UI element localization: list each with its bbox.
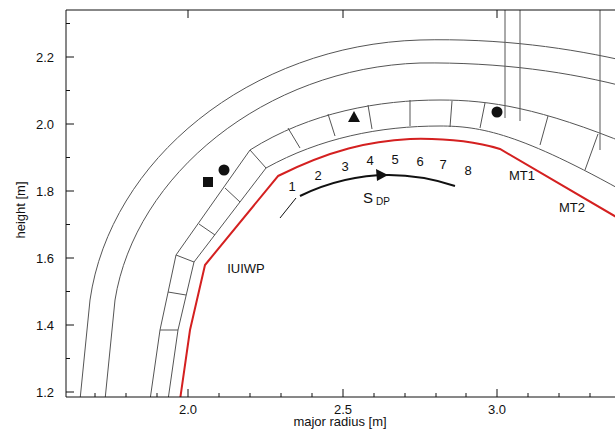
x-ticks xyxy=(95,10,590,397)
square-marker xyxy=(203,177,213,187)
segment-number: 6 xyxy=(416,155,423,168)
outer-vessel-wall xyxy=(80,40,615,397)
segment-number: 3 xyxy=(341,160,348,173)
tick-label: 2.0 xyxy=(36,118,54,131)
triangle-marker xyxy=(348,111,360,122)
segment-number: 4 xyxy=(366,154,373,167)
tick-label: 1.2 xyxy=(36,386,54,399)
segment-number: 7 xyxy=(439,158,446,171)
circle-marker xyxy=(492,107,503,118)
first-wall xyxy=(180,139,615,397)
arrowhead xyxy=(376,169,388,181)
tick-label: 1.8 xyxy=(36,185,54,198)
leader-line xyxy=(280,198,296,218)
sdp-arrow xyxy=(280,169,455,218)
segment-number: 8 xyxy=(464,164,471,177)
segment-number: 5 xyxy=(391,153,398,166)
diagnostic-markers xyxy=(203,107,503,188)
tick-label: 1.4 xyxy=(36,319,54,332)
tile-separator xyxy=(160,100,598,330)
axis-title: height [m] xyxy=(14,181,27,238)
support-structure xyxy=(150,100,615,397)
coordinate-subscript: DP xyxy=(376,197,390,207)
coordinate-symbol: S xyxy=(363,190,373,205)
tick-label: 2.2 xyxy=(36,51,54,64)
outer-vessel-wall xyxy=(105,63,615,397)
tick-label: 2.5 xyxy=(334,403,352,416)
segment-number: 2 xyxy=(314,169,321,182)
component-label: MT2 xyxy=(559,201,585,214)
axis-title: major radius [m] xyxy=(293,415,386,428)
support-structure xyxy=(168,126,615,397)
axes xyxy=(66,10,615,397)
port-wall xyxy=(505,10,600,150)
segment-number: 1 xyxy=(288,180,295,193)
tick-label: 1.6 xyxy=(36,252,54,265)
tick-label: 3.0 xyxy=(488,403,506,416)
plot-frame xyxy=(66,10,615,397)
component-label: IUIWP xyxy=(227,262,265,275)
tick-label: 2.0 xyxy=(179,403,197,416)
component-label: MT1 xyxy=(509,169,535,182)
circle-marker xyxy=(219,165,230,176)
y-ticks xyxy=(66,24,74,393)
